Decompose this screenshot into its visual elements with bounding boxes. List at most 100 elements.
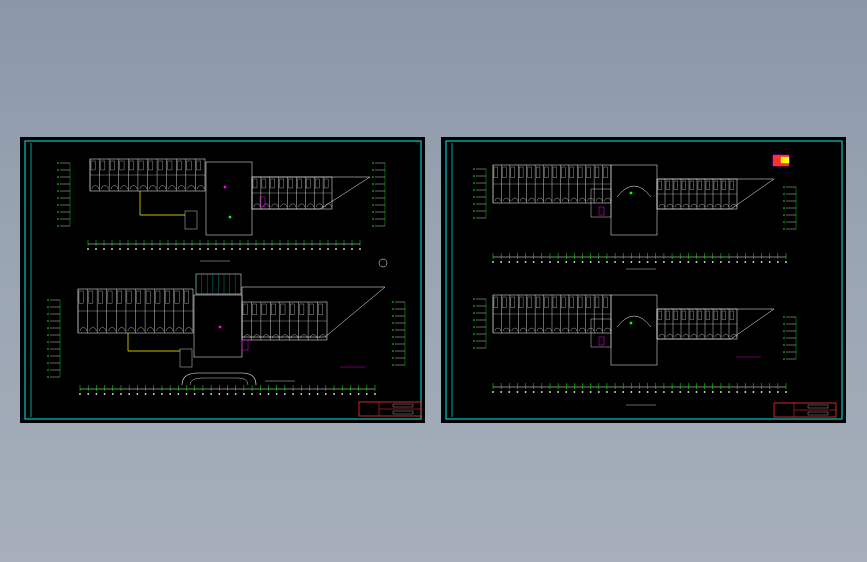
elevation-dot <box>392 308 394 310</box>
elevation-dot <box>372 211 374 213</box>
axis-bubble <box>207 248 209 250</box>
bathroom <box>270 178 275 189</box>
bathroom <box>280 303 286 315</box>
axis-bubble <box>719 391 722 393</box>
axis-bubble <box>581 261 584 263</box>
door-swing <box>272 334 280 339</box>
axis-bubble <box>167 248 169 250</box>
axis-bubble <box>231 248 233 250</box>
elevation-dot <box>473 305 475 307</box>
bathroom <box>174 290 180 304</box>
bathroom <box>290 303 295 315</box>
axis-bubble <box>565 391 568 393</box>
door-swing <box>706 204 713 208</box>
door-swing <box>289 203 296 208</box>
axis-bubble <box>161 393 163 395</box>
axis-bubble <box>630 391 633 393</box>
bathroom <box>603 296 608 308</box>
axis-bubble <box>303 248 305 250</box>
bathroom <box>657 180 662 190</box>
door-swing <box>494 327 502 332</box>
axis-bubble <box>728 261 730 263</box>
stair <box>179 348 193 368</box>
elevation-dot <box>57 176 59 178</box>
elevation-dot <box>57 197 59 199</box>
axis-bubble <box>597 261 600 263</box>
bathroom <box>569 166 574 178</box>
marker-dot <box>218 325 222 329</box>
elevation-dot <box>47 313 49 315</box>
title-text-box <box>807 411 829 416</box>
axis-bubble <box>752 391 755 393</box>
door-swing <box>511 327 518 332</box>
door-swing <box>243 334 251 339</box>
door-swing <box>178 185 186 190</box>
axis-bubble <box>671 391 673 393</box>
elevation-dot <box>392 343 394 345</box>
axis-bubble <box>597 391 600 393</box>
door-swing <box>298 203 305 208</box>
stair <box>184 210 198 230</box>
axis-bubble <box>247 248 249 250</box>
door-swing <box>666 334 673 338</box>
axis-bubble <box>768 391 771 393</box>
bathroom <box>148 160 153 171</box>
bathroom <box>306 178 311 189</box>
door-swing <box>562 327 569 332</box>
bathroom <box>665 310 670 320</box>
bathroom <box>299 303 305 315</box>
axis-bubble <box>177 393 180 395</box>
axis-bubble <box>776 391 779 393</box>
axis-bubble <box>711 391 714 393</box>
door-swing <box>658 204 665 208</box>
door-swing <box>730 204 737 208</box>
bathroom <box>527 166 532 178</box>
bathroom <box>261 178 267 189</box>
bathroom <box>90 160 96 171</box>
bathroom <box>165 290 170 304</box>
north-arrow-icon <box>378 258 388 268</box>
axis-bubble <box>687 391 690 393</box>
axis-bubble <box>79 393 81 395</box>
bathroom <box>535 296 541 308</box>
magenta-fixture <box>259 196 266 208</box>
bathroom <box>705 180 710 190</box>
entrance-drive-inner <box>189 377 249 386</box>
bathroom <box>271 303 276 315</box>
axis-bubble <box>760 261 763 263</box>
axis-bubble <box>103 248 105 250</box>
axis-bubble <box>540 261 543 263</box>
elevation-dot <box>783 330 785 332</box>
magenta-fixture <box>598 336 605 346</box>
door-swing <box>503 197 510 202</box>
elevation-dot <box>57 218 59 220</box>
door-swing <box>553 197 561 202</box>
door-swing <box>658 334 665 338</box>
elevation-dot <box>783 351 785 353</box>
bathroom <box>136 290 141 304</box>
axis-bubble <box>695 261 698 263</box>
door-swing <box>316 203 323 208</box>
door-swing <box>101 185 109 190</box>
door-swing <box>722 334 729 338</box>
axis-bubble <box>711 261 714 263</box>
bathroom <box>107 290 113 304</box>
bathroom <box>689 310 694 320</box>
bathroom <box>126 290 132 304</box>
elevation-dot <box>783 358 785 360</box>
bathroom <box>519 166 524 178</box>
axis-bubble <box>557 261 560 263</box>
bathroom <box>552 296 557 308</box>
door-swing <box>595 327 603 332</box>
axis-bubble <box>549 261 551 263</box>
elevation-dot <box>57 204 59 206</box>
axis-bubble <box>630 261 633 263</box>
bathroom <box>552 166 557 178</box>
axis-bubble <box>295 248 297 250</box>
bathroom <box>502 296 507 308</box>
elevation-dot <box>47 327 49 329</box>
axis-bubble <box>500 391 503 393</box>
axis-bubble <box>614 391 616 393</box>
door-swing <box>168 185 176 190</box>
elevation-dot <box>783 316 785 318</box>
